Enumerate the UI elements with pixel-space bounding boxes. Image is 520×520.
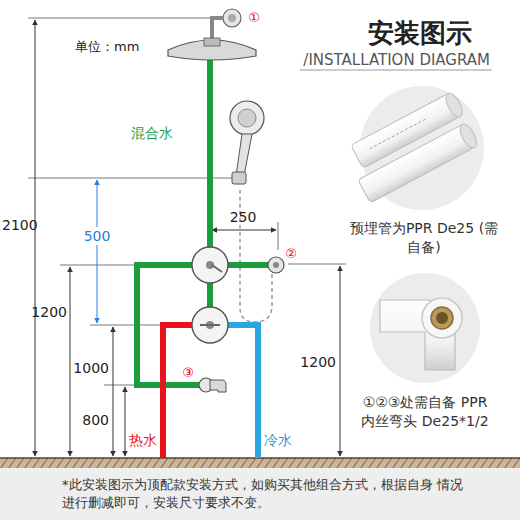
callout-number: ① [248,9,260,27]
floor-hatch [0,458,520,468]
pipe-label: 热水 [129,431,157,450]
dimension: 500 [82,227,113,246]
note-panel [0,468,520,520]
dimension-lines [35,20,340,456]
subtitle: /INSTALLATION DIAGRAM [303,50,490,70]
valves [192,247,228,343]
dimension: 250 [230,208,257,227]
pipe-label: 冷水 [264,431,292,450]
dimension: 1200 [31,303,67,322]
hand-shower [230,101,264,184]
title-rule [300,70,492,71]
callout-number: ② [285,245,297,263]
dimension: 1200 [300,353,336,372]
extension-lines [28,18,346,385]
dimension: 1000 [73,359,109,378]
photo-caption: 预埋管为PPR De25 (需自备) [349,219,499,257]
footnote: *此安装图示为顶配款安装方式，如购买其他组合方式，根据自身 情况进行删减即可，安… [62,476,467,511]
ppr-elbow-photo [370,273,480,383]
title: 安装图示 [368,16,472,51]
pipe-label: 混合水 [131,124,173,143]
ppr-pipe-photo [342,86,484,210]
photo-caption: ①②③处需自备 PPR内丝弯头 De25*1/2 [361,393,489,431]
callout-number: ③ [182,364,194,382]
dimension: 2100 [2,216,38,235]
unit-note: 单位：mm [75,38,139,56]
pipes [137,60,268,458]
wall-outlets [199,257,284,392]
dimension: 800 [82,411,109,430]
overhead-shower [168,9,256,60]
